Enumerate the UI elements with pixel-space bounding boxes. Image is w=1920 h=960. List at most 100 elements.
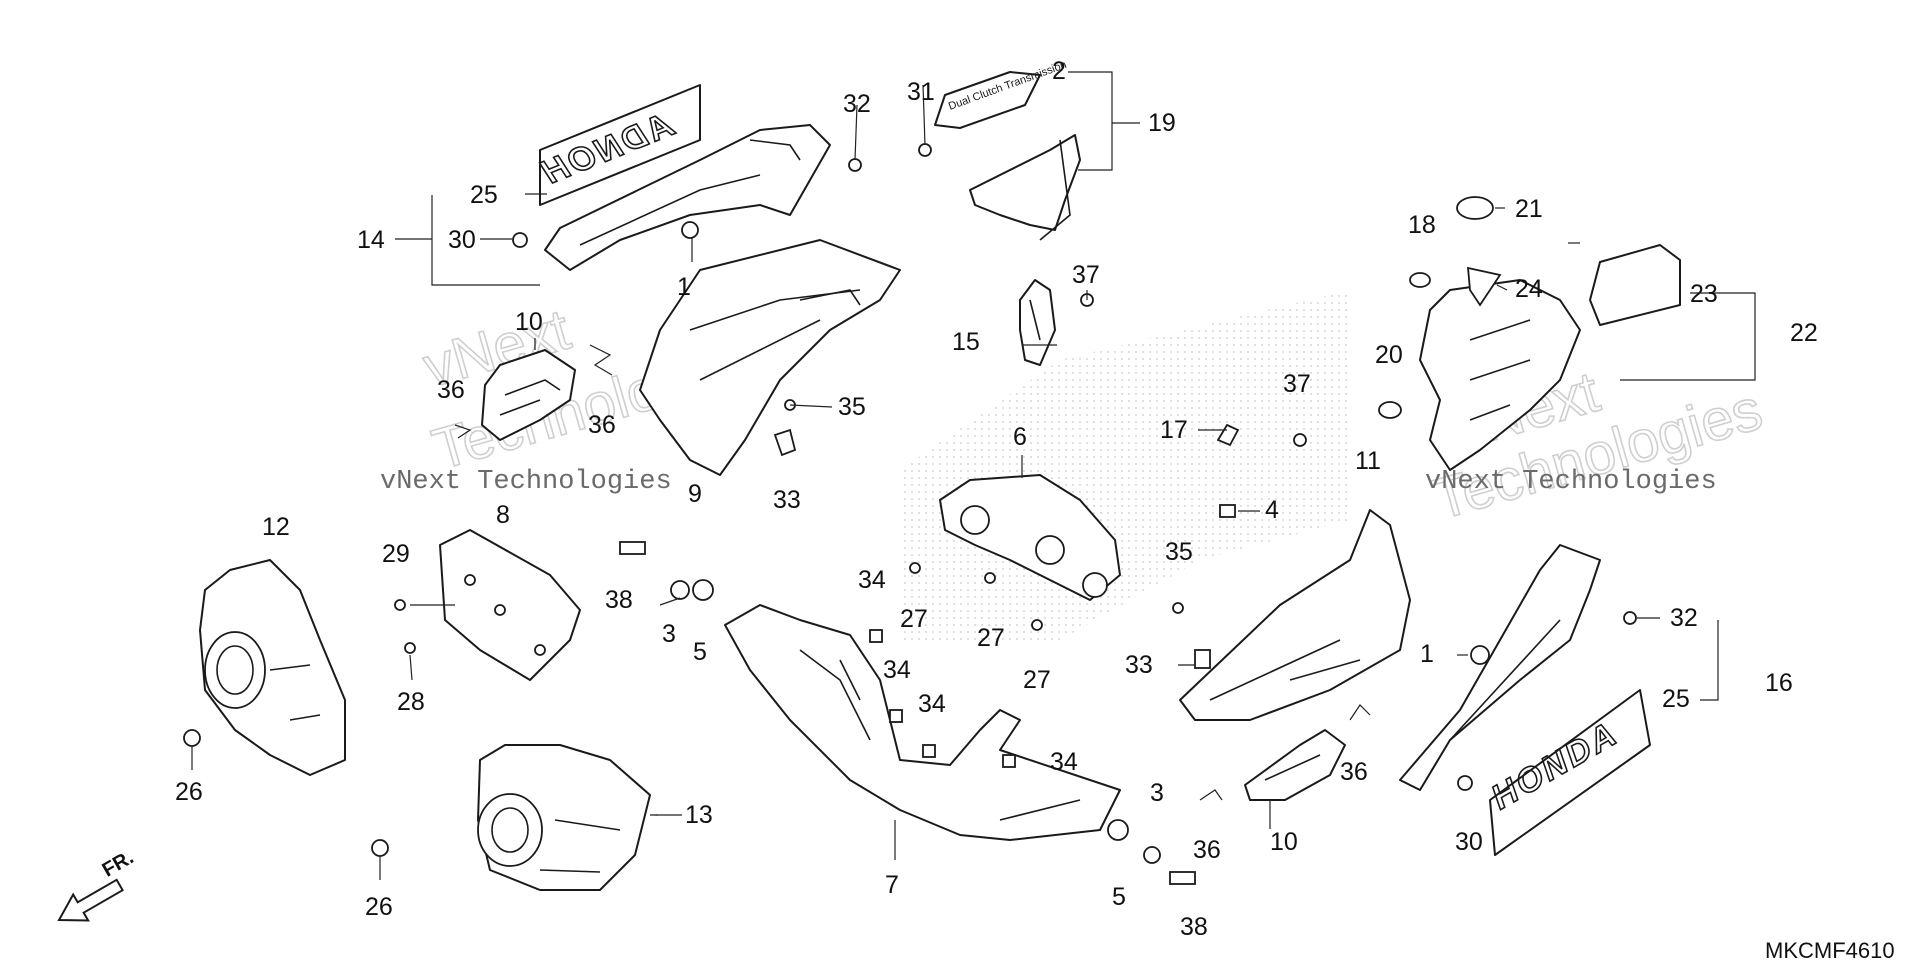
- mount-plate-8: [439, 529, 581, 681]
- collar-3-left: [670, 580, 690, 600]
- upper-cowl: [544, 124, 831, 271]
- callout-35-left: 35: [838, 393, 866, 421]
- screw-27-b: [984, 572, 996, 584]
- callout-26-right: 26: [365, 893, 393, 921]
- diagram-code: MKCMF4610: [1765, 938, 1895, 960]
- screw-32-right: [1623, 611, 1637, 625]
- callout-5-right: 5: [1112, 883, 1126, 911]
- callout-26-left: 26: [175, 778, 203, 806]
- callout-27-c: 27: [1023, 666, 1051, 694]
- emblem-decal-right: HONDA: [1484, 689, 1651, 856]
- callout-numbers: 1 1 2 3 3 4 5 5 6 7 8 9 10 10 11 12 13 1…: [175, 57, 1818, 941]
- clip-33-right: [1194, 649, 1211, 669]
- callout-4: 4: [1265, 496, 1279, 524]
- callout-14: 14: [357, 226, 385, 254]
- screw-28: [404, 642, 416, 654]
- hardware: [183, 143, 1637, 885]
- grommet-20: [1378, 401, 1402, 419]
- callout-36-d: 36: [1193, 836, 1221, 864]
- bracket-15: [1019, 279, 1056, 366]
- leader-lines: [191, 71, 1756, 880]
- grommet-5-left: [692, 579, 714, 601]
- clip-34-c: [922, 744, 936, 758]
- screw-26-right: [371, 839, 389, 857]
- callout-23: 23: [1690, 280, 1718, 308]
- headlight-cover-right: [477, 744, 651, 891]
- center-bracket: [939, 474, 1121, 601]
- callout-37-upper: 37: [1072, 261, 1100, 289]
- clip-36-a: [589, 344, 613, 376]
- callout-12: 12: [262, 513, 290, 541]
- cover-lid: [1589, 244, 1681, 326]
- screw-38-left: [619, 541, 646, 555]
- callout-1-right: 1: [1420, 640, 1434, 668]
- clip-24: [1466, 266, 1502, 307]
- callout-22: 22: [1790, 319, 1818, 347]
- grommet-18: [1409, 272, 1431, 288]
- screw-27-a: [909, 562, 921, 574]
- callout-25-right: 25: [1662, 685, 1690, 713]
- clip-4: [1219, 504, 1236, 518]
- callout-16: 16: [1765, 669, 1793, 697]
- grommet-1-upper: [681, 221, 699, 239]
- clip-36-b: [454, 424, 472, 439]
- callout-1-upper: 1: [677, 273, 691, 301]
- screw-37-right: [1293, 433, 1307, 447]
- screw-38-right: [1169, 871, 1196, 885]
- callout-38-right: 38: [1180, 913, 1208, 941]
- callout-29: 29: [382, 540, 410, 568]
- callout-6: 6: [1013, 423, 1027, 451]
- screw-31: [918, 143, 932, 157]
- grommet-1-right: [1470, 645, 1490, 665]
- right-side-cowl: [1399, 544, 1601, 791]
- callout-28: 28: [397, 688, 425, 716]
- nut-30-upper: [512, 232, 528, 248]
- grommet-5-right: [1107, 819, 1129, 841]
- callout-11: 11: [1355, 447, 1381, 475]
- screw-26-left: [183, 729, 201, 747]
- callout-32-upper: 32: [843, 90, 871, 118]
- watermark-left-text: vNext Technologies: [380, 467, 672, 497]
- callout-15: 15: [952, 328, 980, 356]
- lower-right-panel: [1179, 509, 1411, 721]
- front-arrow-label: FR.: [99, 846, 138, 881]
- callout-25-upper: 25: [470, 181, 498, 209]
- callout-36-a: 36: [437, 376, 465, 404]
- screw-27-c: [1031, 619, 1043, 631]
- watermark-right-text: vNext Technologies: [1425, 467, 1717, 497]
- callout-3-left: 3: [662, 620, 676, 648]
- callout-27-b: 27: [977, 624, 1005, 652]
- callout-34-b: 34: [883, 656, 911, 684]
- callout-13: 13: [685, 801, 713, 829]
- lower-center-cover: [724, 604, 1121, 841]
- callout-38-left: 38: [605, 586, 633, 614]
- callout-34-c: 34: [918, 690, 946, 718]
- screw-32-upper: [848, 158, 862, 172]
- side-plate: Dual Clutch Transmission: [934, 59, 1081, 241]
- callout-27-a: 27: [900, 605, 928, 633]
- callout-33-left: 33: [773, 486, 801, 514]
- screw-35-right: [1172, 602, 1184, 614]
- callout-3-right: 3: [1150, 779, 1164, 807]
- callout-33-right: 33: [1125, 651, 1153, 679]
- callout-8: 8: [496, 501, 510, 529]
- callout-24: 24: [1515, 275, 1543, 303]
- right-upper-cover: [1419, 279, 1581, 471]
- callout-5-left: 5: [693, 638, 707, 666]
- callout-21: 21: [1515, 195, 1543, 223]
- grommet-21: [1456, 196, 1494, 220]
- callout-19: 19: [1148, 109, 1176, 137]
- screw-29: [394, 599, 406, 611]
- callout-10-left: 10: [515, 308, 543, 336]
- bracket-17: [1216, 423, 1240, 447]
- callout-36-b: 36: [588, 411, 616, 439]
- collar-3-right: [1143, 846, 1161, 864]
- callout-30-upper: 30: [448, 226, 476, 254]
- callout-18: 18: [1408, 211, 1436, 239]
- clip-33-left: [773, 428, 797, 457]
- callout-17: 17: [1160, 416, 1188, 444]
- callout-34-a: 34: [858, 566, 886, 594]
- callout-9: 9: [688, 480, 702, 508]
- callout-31: 31: [907, 78, 935, 106]
